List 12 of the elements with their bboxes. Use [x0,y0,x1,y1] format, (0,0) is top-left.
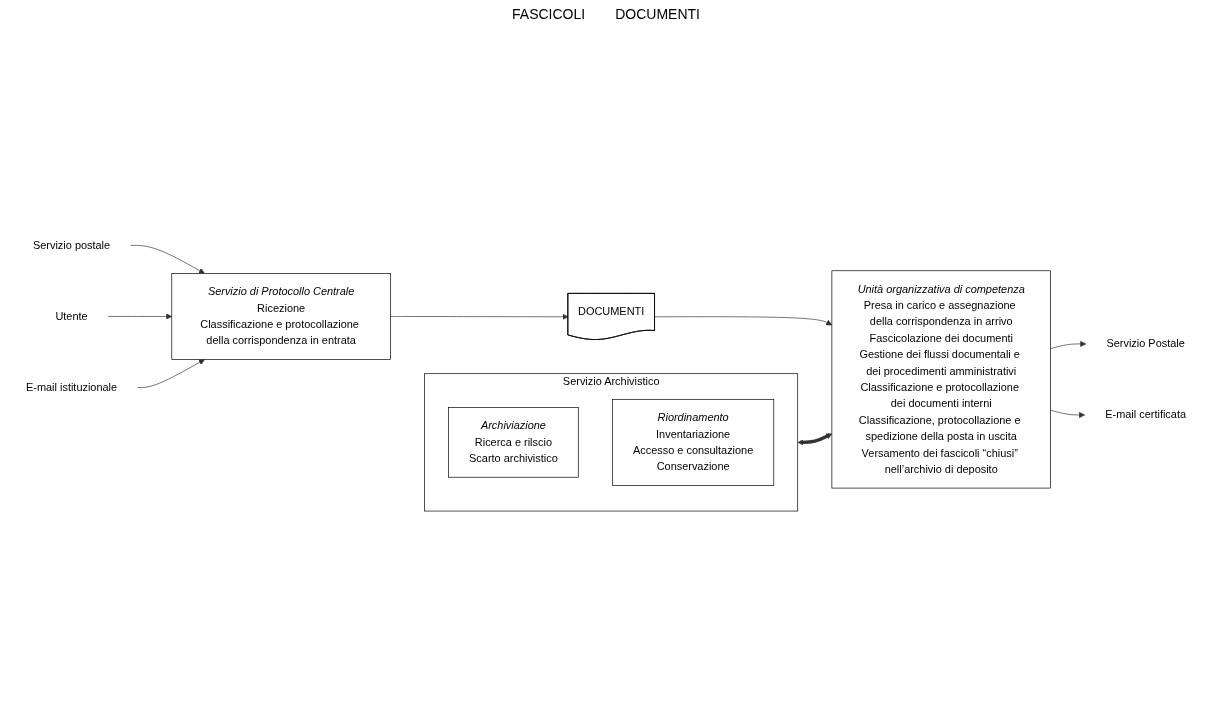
arrow-caption: FASCICOLI [512,6,586,22]
node-text: E-mail certificata [1105,408,1187,421]
arrow [797,433,833,446]
node-box: Riordinamento Inventariazione Accesso e consultazione Conservazione [612,399,775,486]
arrow-caption: DOCUMENTI [615,6,700,22]
node-box: Unità organizzativa di competenza Presa in carico e assegnazione della corrispondenza in arrivo Fascicolazione dei documenti Gestione dei flussi documentali e dei procedimenti amministrativi Classificazione e protocollazione dei documenti interni Classificazione, protocollazione e spedizione della posta in uscita Versamento dei fascicoli “chiusi” nell’archivio di deposito [831,270,1051,489]
node-text: Servizio postale [32,239,111,251]
node-text: Servizio Postale [1106,337,1185,350]
node-box: Servizio di Protocollo Centrale Ricezione Classificazione e protocollazione della corrispondenza in entrata [171,273,391,360]
node-text: Utente [55,310,88,322]
node-box: Archiviazione Ricerca e rilscio Scarto archivistico [448,407,579,478]
node-text: E-mail istituzionale [25,381,118,393]
